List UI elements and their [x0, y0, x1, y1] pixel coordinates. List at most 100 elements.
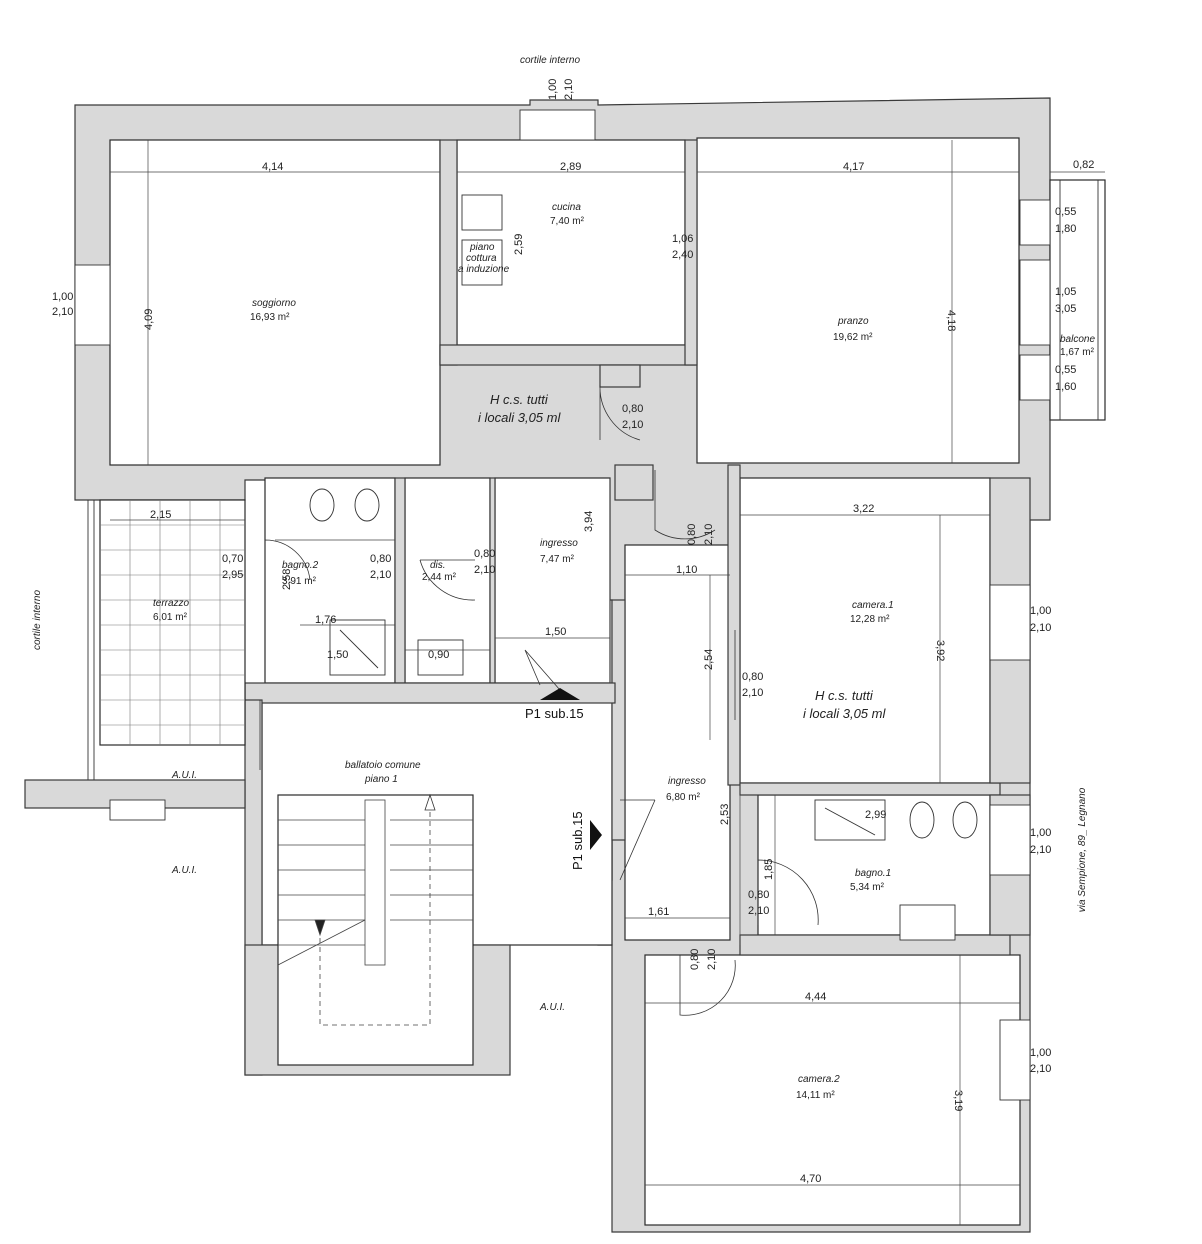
bidet-icon-2 — [909, 801, 935, 839]
dim-bg2-w: 1,76 — [315, 614, 336, 626]
dim-bg2-h: 2,58 — [281, 569, 293, 590]
dim-ing-d-a: 0,80 — [686, 524, 698, 545]
fixtures — [309, 194, 978, 941]
label-hcs-1-line1: H c.s. tutti — [490, 392, 549, 407]
dim-cam1-h: 3,92 — [934, 640, 946, 661]
label-cortile-left: cortile interno — [32, 590, 43, 650]
label-hcs-2-line2: i locali 3,05 ml — [803, 706, 886, 721]
dim-w-top-a: 1,00 — [547, 79, 559, 100]
dim-bg1-h: 1,85 — [763, 859, 775, 880]
dim-w-top-b: 2,10 — [563, 79, 575, 100]
label-ballatoio-1: ballatoio comune — [345, 760, 421, 771]
window-camera-1 — [989, 584, 1031, 661]
doors — [259, 384, 819, 1016]
dim-bg2-s: 1,50 — [327, 649, 348, 661]
room-ingresso-2 — [624, 544, 731, 941]
label-aui-3: A.U.I. — [539, 1002, 565, 1013]
dim-ing2-h: 2,54 — [703, 649, 715, 670]
room-ingresso2-name: ingresso — [668, 776, 706, 787]
dim-ing1-h: 3,94 — [583, 511, 595, 532]
stair-block — [244, 682, 616, 1076]
dim-cam1-d-b: 2,10 — [742, 687, 763, 699]
dim-terr-w: 2,15 — [150, 509, 171, 521]
dim-pr-w3-a: 0,55 — [1055, 364, 1076, 376]
room-terrazzo-area: 6,01 m² — [153, 612, 188, 623]
room-camera-1 — [739, 477, 991, 784]
dim-bg1-d-a: 0,80 — [748, 889, 769, 901]
window-pranzo-2 — [1019, 259, 1051, 346]
dim-balc-w: 0,82 — [1073, 159, 1094, 171]
balcone — [1049, 179, 1106, 421]
dim-cam2-w2: 4,70 — [800, 1173, 821, 1185]
dimension-lines — [110, 140, 1105, 1225]
dim-pr-w3-b: 1,60 — [1055, 381, 1076, 393]
room-bagno1-name: bagno.1 — [855, 868, 891, 879]
dim-pranzo-w: 4,17 — [843, 161, 864, 173]
room-balcone-area: 1,67 m² — [1060, 347, 1095, 358]
dim-ing2-w2: 1,61 — [648, 906, 669, 918]
dim-dis-d-a: 0,80 — [474, 548, 495, 560]
room-ingresso1-area: 7,47 m² — [540, 554, 575, 565]
room-pranzo-area: 19,62 m² — [833, 332, 873, 343]
room-ingresso-1 — [494, 477, 611, 684]
window-pranzo-1 — [1019, 199, 1051, 246]
dim-cucina-w: 2,89 — [560, 161, 581, 173]
room-camera2-area: 14,11 m² — [796, 1090, 835, 1101]
p1-top-marker-icon — [540, 688, 580, 700]
dim-cuc-d-a: 1,06 — [672, 233, 693, 245]
dim-pr-w1-b: 1,80 — [1055, 223, 1076, 235]
dim-pr-w2-b: 3,05 — [1055, 303, 1076, 315]
dim-bg1-win-b: 2,10 — [1030, 844, 1051, 856]
label-piano-cottura-2: cottura — [466, 253, 497, 264]
dim-ing1-w: 1,50 — [545, 626, 566, 638]
room-soggiorno-area: 16,93 m² — [250, 312, 290, 323]
dim-soggiorno-h: 4,09 — [143, 309, 155, 330]
dim-cam1-w: 3,22 — [853, 503, 874, 515]
dim-sog-win-a: 1,00 — [52, 291, 73, 303]
dim-cam1-win-b: 2,10 — [1030, 622, 1051, 634]
room-cucina-area: 7,40 m² — [550, 216, 585, 227]
dim-cam2-w: 4,44 — [805, 991, 826, 1003]
dim-bg1-s: 2,99 — [865, 809, 886, 821]
window-soggiorno — [74, 264, 111, 346]
stair-steps — [277, 793, 473, 1026]
room-ingresso2-area: 6,80 m² — [666, 792, 701, 803]
dim-cam2-d-a: 0,80 — [689, 949, 701, 970]
window-camera-2 — [999, 1019, 1031, 1101]
dim-terr-d-a: 0,70 — [222, 553, 243, 565]
dim-d1-b: 2,10 — [622, 419, 643, 431]
window-top — [519, 109, 596, 141]
dim-pranzo-h: 4,18 — [945, 310, 957, 331]
washbasin-icon — [417, 639, 464, 676]
dim-cucina-h: 2,59 — [513, 234, 525, 255]
room-camera2-name: camera.2 — [798, 1074, 840, 1085]
dim-ing2-w: 1,10 — [676, 564, 697, 576]
room-dis-name: dis. — [430, 560, 446, 571]
dim-cam1-d-a: 0,80 — [742, 671, 763, 683]
dim-pr-w2-a: 1,05 — [1055, 286, 1076, 298]
room-dis-area: 2,44 m² — [422, 572, 457, 583]
dim-cam1-win-a: 1,00 — [1030, 605, 1051, 617]
dim-bg1-d-b: 2,10 — [748, 905, 769, 917]
dim-ing-d-b: 2,10 — [703, 524, 715, 545]
bidet-icon — [354, 488, 380, 522]
label-p1-top: P1 sub.15 — [525, 706, 584, 721]
dim-cam2-win-b: 2,10 — [1030, 1063, 1051, 1075]
room-balcone-name: balcone — [1060, 334, 1095, 345]
dim-ing2-h2: 2,53 — [719, 804, 731, 825]
room-pranzo — [696, 137, 1020, 464]
dim-cam2-h: 3,19 — [952, 1090, 964, 1111]
toilet-icon — [309, 488, 335, 522]
room-bagno1-area: 5,34 m² — [850, 882, 885, 893]
room-camera1-name: camera.1 — [852, 600, 894, 611]
room-pranzo-name: pranzo — [837, 316, 869, 327]
dim-dis-d-b: 2,10 — [474, 564, 495, 576]
toilet-icon-2 — [952, 801, 978, 839]
dim-bg1-win-a: 1,00 — [1030, 827, 1051, 839]
dim-cam2-d-b: 2,10 — [706, 949, 718, 970]
label-aui-1: A.U.I. — [171, 770, 197, 781]
label-hcs-2-line1: H c.s. tutti — [815, 688, 874, 703]
room-soggiorno-name: soggiorno — [252, 298, 296, 309]
washbasin-icon-2 — [899, 904, 956, 941]
room-camera1-area: 12,28 m² — [850, 614, 890, 625]
